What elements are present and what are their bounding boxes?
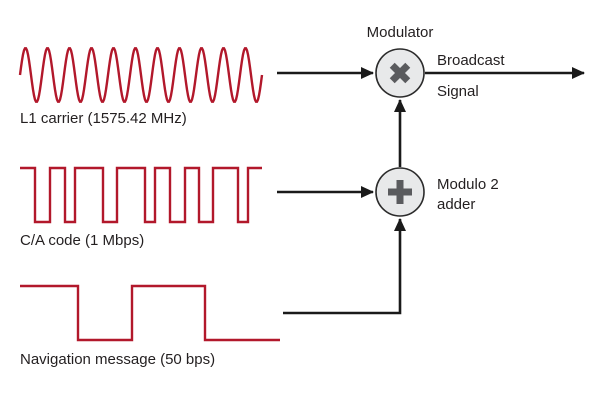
sine-waveform — [18, 47, 264, 103]
modulator-node — [375, 48, 425, 98]
adder-node — [375, 167, 425, 217]
broadcast-label-line1: Broadcast — [437, 52, 505, 69]
l1-carrier-label: L1 carrier (1575.42 MHz) — [20, 110, 187, 127]
arrow-nav-to-adder — [283, 218, 406, 315]
modulator-label: Modulator — [367, 24, 434, 41]
nav-message-waveform — [20, 284, 280, 342]
multiply-icon — [389, 62, 411, 84]
ca-code-label: C/A code (1 Mbps) — [20, 232, 144, 249]
nav-message-label: Navigation message (50 bps) — [20, 351, 215, 368]
broadcast-label-line2: Signal — [437, 83, 479, 100]
adder-label-line2: adder — [437, 196, 475, 213]
ca-code-waveform — [20, 166, 262, 224]
adder-label-line1: Modulo 2 — [437, 176, 499, 193]
plus-icon — [388, 180, 412, 204]
